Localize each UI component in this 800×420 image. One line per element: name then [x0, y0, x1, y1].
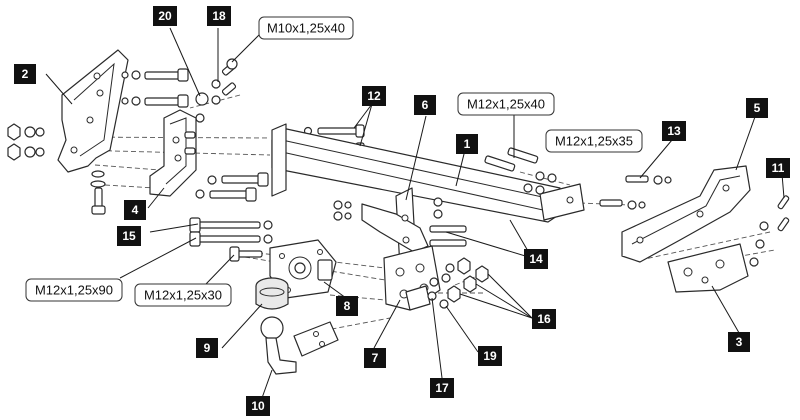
callout-7-text: 7: [372, 351, 379, 365]
spec-m10-40-label: M10x1,25x40: [258, 16, 354, 40]
part-7-mounting-plate: [383, 245, 441, 311]
callout-8-text: 8: [344, 299, 351, 313]
callout-13: 13: [662, 121, 686, 141]
callout-5-text: 5: [754, 101, 761, 115]
callout-4-text: 4: [132, 203, 139, 217]
callout-10-text: 10: [251, 399, 265, 413]
spec-m12-90-label: M12x1,25x90: [25, 278, 123, 302]
callout-18-text: 18: [212, 9, 226, 23]
callout-6: 6: [414, 95, 436, 115]
spec-m12-30-text: M12x1,25x30: [144, 288, 222, 303]
callout-19: 19: [478, 346, 502, 366]
part-13-bolts: [599, 175, 672, 210]
spec-m12-35-label: M12x1,25x35: [545, 129, 643, 153]
callout-3: 3: [728, 332, 750, 352]
callout-8: 8: [336, 296, 358, 316]
part-15-bolts: [189, 217, 273, 247]
callout-19-text: 19: [483, 349, 497, 363]
callout-17: 17: [430, 378, 454, 398]
part-3-plate: [667, 243, 749, 293]
callout-12: 12: [362, 86, 386, 106]
callout-20-text: 20: [158, 9, 172, 23]
spec-m12-40-label: M12x1,25x40: [457, 92, 555, 116]
callout-13-text: 13: [667, 124, 681, 138]
spec-m12-35-text: M12x1,25x35: [555, 134, 633, 149]
leader-lines: [45, 27, 785, 399]
callout-10: 10: [246, 396, 270, 416]
part-1-main-beam: [271, 123, 585, 223]
part-20-18-fasteners: [195, 58, 238, 123]
callout-15-text: 15: [122, 229, 136, 243]
fasteners-center: [333, 197, 467, 247]
callout-14: 14: [524, 249, 548, 269]
callout-3-text: 3: [736, 335, 743, 349]
part-9-ball-cap: [255, 277, 289, 310]
m12-30-bolt: [229, 246, 263, 262]
callout-18: 18: [207, 6, 231, 26]
spec-m12-30-label: M12x1,25x30: [134, 283, 232, 307]
nuts-left: [7, 123, 45, 161]
callout-9-text: 9: [204, 341, 211, 355]
part-4-bracket: [149, 109, 197, 197]
callout-15: 15: [117, 226, 141, 246]
callout-17-text: 17: [435, 381, 449, 395]
part-2-left-bracket: [57, 49, 129, 173]
callout-11-text: 11: [772, 161, 785, 175]
bolts-part-2: [121, 68, 189, 108]
callout-2: 2: [14, 64, 36, 84]
callout-7: 7: [364, 348, 386, 368]
callout-4: 4: [124, 200, 146, 220]
callout-5: 5: [746, 98, 768, 118]
bolts-part-4: [195, 172, 269, 202]
part-8-socket-plate: [269, 239, 337, 299]
callout-6-text: 6: [422, 98, 429, 112]
part-14-bolts: [484, 147, 557, 195]
part-10-tow-ball: [260, 316, 339, 375]
callout-14-text: 14: [529, 252, 543, 266]
spec-m12-40-text: M12x1,25x40: [467, 97, 545, 112]
part-5-right-bracket: [621, 165, 751, 263]
part-16-nuts: [429, 257, 489, 303]
callout-11: 11: [766, 158, 790, 178]
vertical-bolt-left: [90, 170, 106, 215]
spec-m12-90-text: M12x1,25x90: [35, 283, 113, 298]
callout-1: 1: [456, 134, 478, 154]
callout-12-text: 12: [367, 89, 381, 103]
callout-2-text: 2: [22, 67, 29, 81]
callout-1-text: 1: [464, 137, 471, 151]
part-6-center-bracket: [361, 187, 429, 269]
callout-16-text: 16: [537, 312, 551, 326]
callout-20: 20: [153, 6, 177, 26]
spec-m10-40-text: M10x1,25x40: [267, 21, 345, 36]
callout-16: 16: [532, 309, 556, 329]
part-11-bolts: [749, 195, 790, 267]
callout-9: 9: [196, 338, 218, 358]
